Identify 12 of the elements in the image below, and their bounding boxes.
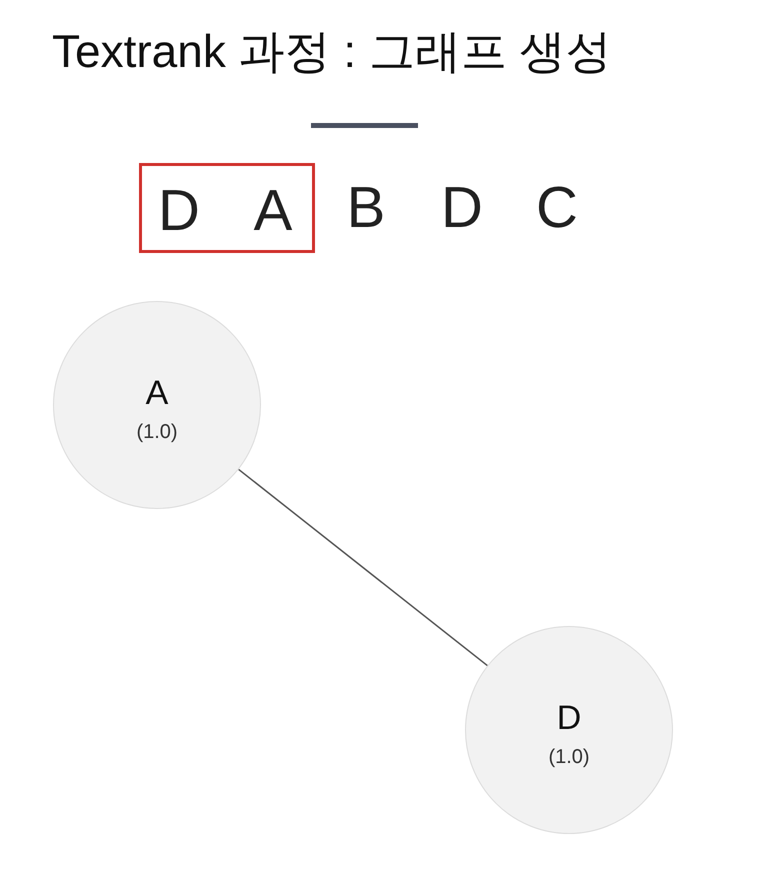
sequence-letter: D <box>158 182 200 240</box>
node-score: (1.0) <box>136 422 178 442</box>
highlight-box <box>139 163 315 253</box>
sequence-letter: A <box>254 182 292 240</box>
title: Textrank 과정 : 그래프 생성 <box>52 28 612 74</box>
node-label: A <box>146 376 168 410</box>
sequence-letter: D <box>441 179 483 237</box>
connector-line <box>238 468 488 666</box>
sequence-letter: B <box>346 179 386 237</box>
node-label: D <box>556 701 582 735</box>
node-score: (1.0) <box>548 747 590 767</box>
sequence-letter: C <box>536 179 578 237</box>
